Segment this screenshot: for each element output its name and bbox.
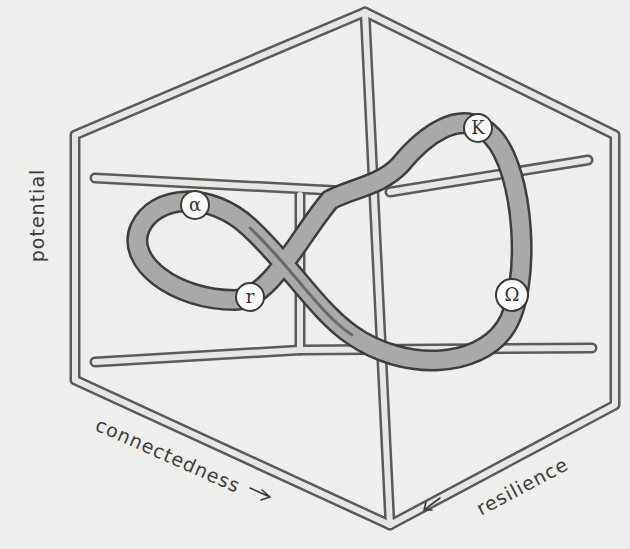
- phase-symbol: α: [189, 196, 201, 214]
- phase-symbol: r: [246, 288, 255, 306]
- cube-frame: [75, 12, 615, 525]
- axis-label: resilience: [473, 453, 572, 519]
- phase-circle: r: [235, 282, 265, 312]
- phase-circle: Ω: [495, 278, 529, 312]
- phase-circle: K: [463, 113, 493, 143]
- axis-arrows: [250, 488, 440, 510]
- figure-eight-ribbon: [137, 123, 521, 360]
- phase-symbol: K: [471, 119, 484, 137]
- axis-label: connectedness: [92, 414, 243, 497]
- phase-circle: α: [180, 190, 210, 220]
- axis-label: potential: [28, 168, 49, 262]
- phase-symbol: Ω: [505, 286, 520, 304]
